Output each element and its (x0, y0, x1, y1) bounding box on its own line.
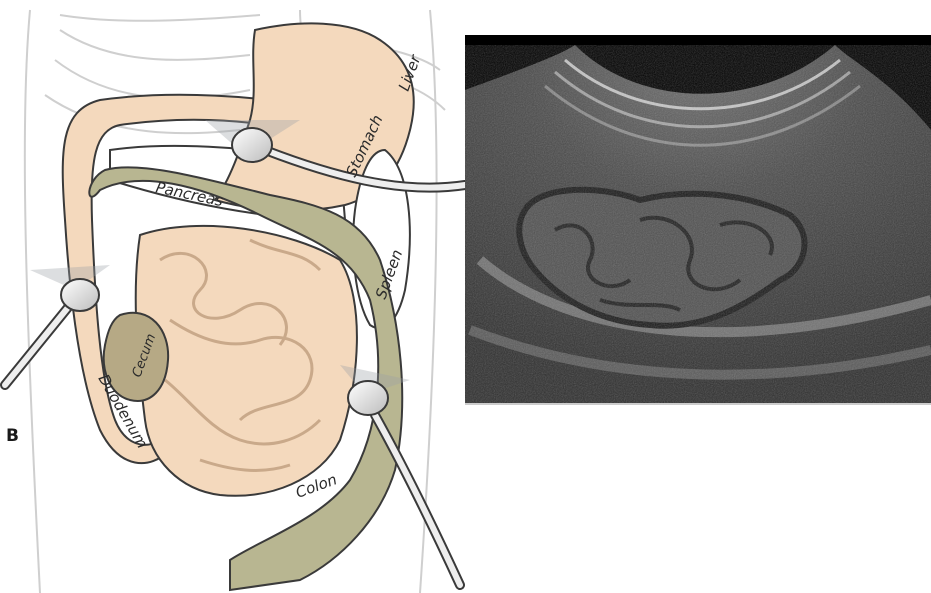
ultrasound-probe-icon (232, 128, 272, 162)
panel-letter: B (6, 426, 19, 446)
ultrasound-probe-icon (348, 381, 388, 415)
anatomy-drawing: Liver Stomach Pancreas Spleen Cecum Duod… (5, 10, 465, 593)
ultrasound-image (465, 35, 931, 403)
ultrasound-probe-icon (61, 279, 99, 311)
